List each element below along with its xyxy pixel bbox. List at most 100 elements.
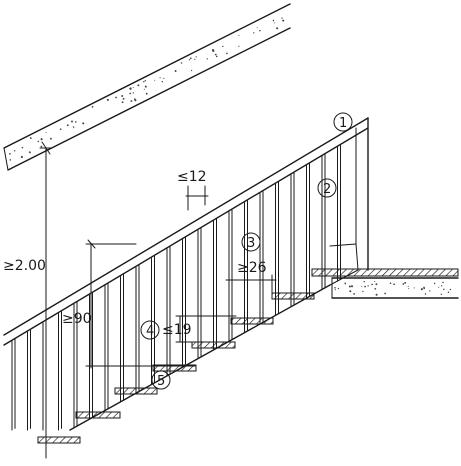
callout-5: 5 bbox=[151, 370, 171, 390]
concrete-speck bbox=[190, 57, 192, 59]
concrete-speck bbox=[253, 32, 255, 34]
concrete-speck bbox=[238, 34, 240, 36]
landing-tread bbox=[311, 268, 459, 277]
concrete-speck bbox=[13, 150, 16, 152]
concrete-speck bbox=[440, 293, 443, 296]
callout-4: 4 bbox=[140, 320, 160, 340]
concrete-speck bbox=[122, 97, 125, 100]
concrete-speck bbox=[174, 70, 177, 72]
ceiling-slab bbox=[3, 3, 291, 171]
concrete-speck bbox=[40, 138, 43, 141]
concrete-speck bbox=[407, 285, 409, 287]
concrete-speck bbox=[215, 55, 218, 58]
callout-1-label: 1 bbox=[339, 116, 347, 131]
concrete-speck bbox=[447, 291, 450, 293]
concrete-speck bbox=[82, 122, 85, 125]
concrete-speck bbox=[226, 52, 228, 55]
step-tread bbox=[271, 292, 315, 300]
step-tread bbox=[37, 436, 81, 444]
concrete-speck bbox=[143, 88, 145, 90]
concrete-speck bbox=[259, 29, 261, 32]
rise-gap-label: ≤19 bbox=[162, 322, 192, 338]
concrete-speck bbox=[9, 152, 11, 155]
concrete-speck bbox=[72, 126, 74, 128]
concrete-speck bbox=[389, 282, 392, 284]
concrete-speck bbox=[143, 80, 145, 83]
concrete-speck bbox=[443, 288, 445, 291]
landing-slab bbox=[311, 268, 459, 299]
callout-3-label: 3 bbox=[247, 236, 255, 251]
concrete-speck bbox=[438, 286, 440, 288]
concrete-speck bbox=[404, 281, 407, 284]
concrete-speck bbox=[350, 285, 354, 288]
concrete-speck bbox=[222, 45, 224, 48]
concrete-speck bbox=[361, 285, 363, 288]
concrete-speck bbox=[337, 287, 340, 290]
step-tread bbox=[230, 317, 274, 325]
concrete-speck bbox=[371, 283, 373, 286]
concrete-speck bbox=[159, 77, 161, 79]
concrete-speck bbox=[132, 92, 134, 94]
dimension-lines bbox=[39, 141, 277, 459]
callout-3: 3 bbox=[241, 232, 261, 252]
concrete-speck bbox=[374, 280, 376, 282]
concrete-speck bbox=[37, 140, 40, 143]
concrete-speck bbox=[21, 146, 24, 149]
concrete-speck bbox=[180, 62, 183, 64]
concrete-speck bbox=[212, 49, 215, 53]
concrete-speck bbox=[364, 285, 366, 288]
concrete-speck bbox=[30, 137, 32, 140]
concrete-speck bbox=[349, 290, 352, 293]
handrail bbox=[3, 117, 369, 346]
concrete-speck bbox=[45, 132, 47, 133]
concrete-speck bbox=[129, 92, 132, 95]
concrete-speck bbox=[272, 19, 275, 22]
concrete-speck bbox=[144, 85, 147, 88]
concrete-speck bbox=[91, 106, 94, 108]
concrete-speck bbox=[195, 56, 197, 58]
concrete-speck bbox=[115, 96, 117, 99]
concrete-speck bbox=[29, 152, 31, 154]
balusters bbox=[11, 144, 341, 431]
concrete-speck bbox=[353, 293, 355, 295]
concrete-speck bbox=[161, 80, 164, 83]
concrete-speck bbox=[449, 288, 452, 291]
concrete-speck bbox=[130, 100, 133, 102]
concrete-speck bbox=[256, 27, 258, 29]
concrete-speck bbox=[59, 128, 62, 131]
concrete-speck bbox=[106, 98, 109, 101]
concrete-speck bbox=[334, 289, 336, 291]
concrete-speck bbox=[206, 58, 208, 60]
concrete-speck bbox=[71, 120, 73, 123]
concrete-speck bbox=[440, 285, 443, 287]
concrete-speck bbox=[384, 292, 386, 295]
concrete-speck bbox=[348, 285, 351, 288]
concrete-speck bbox=[66, 124, 69, 127]
concrete-speck bbox=[363, 280, 365, 283]
callout-2: 2 bbox=[317, 178, 337, 198]
step-tread bbox=[152, 364, 197, 372]
concrete-speck bbox=[238, 45, 240, 47]
concrete-speck bbox=[194, 58, 196, 61]
concrete-speck bbox=[282, 20, 284, 22]
concrete-speck bbox=[163, 77, 165, 79]
concrete-speck bbox=[274, 22, 276, 24]
concrete-speck bbox=[144, 80, 146, 82]
concrete-speck bbox=[276, 27, 279, 30]
concrete-speck bbox=[281, 17, 283, 19]
dimension-labels: ≥2.00 ≥90 ≤12 ≥26 ≤19 bbox=[3, 169, 267, 338]
concrete-speck bbox=[40, 145, 43, 148]
concrete-speck bbox=[214, 53, 217, 56]
concrete-speck bbox=[408, 288, 410, 290]
concrete-speck bbox=[429, 290, 431, 292]
ceiling-height-label: ≥2.00 bbox=[3, 258, 46, 274]
concrete-speck bbox=[402, 283, 405, 285]
concrete-speck bbox=[374, 287, 377, 290]
concrete-speck bbox=[129, 87, 132, 90]
concrete-speck bbox=[20, 155, 23, 159]
callout-1: 1 bbox=[333, 112, 353, 132]
rail-height-label: ≥90 bbox=[62, 311, 92, 327]
concrete-speck bbox=[134, 99, 137, 102]
